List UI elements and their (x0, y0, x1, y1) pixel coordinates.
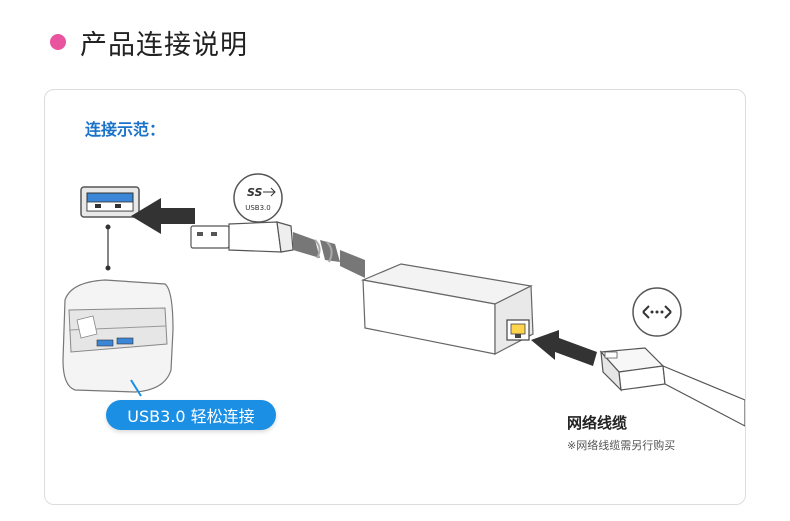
usb-connect-label: USB3.0 轻松连接 (106, 400, 276, 430)
page-title: 产品连接说明 (80, 29, 248, 61)
section-label: 连接示范： (85, 120, 166, 139)
laptop-closeup-illustration (62, 279, 174, 393)
cable-label: 网络线缆 (567, 414, 628, 432)
arrow-icon (531, 330, 597, 366)
svg-text:USB3.0: USB3.0 (245, 204, 271, 212)
usb-port-icon (80, 186, 140, 218)
ethernet-network-icon (632, 287, 682, 337)
header: 产品连接说明 (50, 24, 248, 61)
usb-ethernet-adapter-illustration (360, 263, 534, 355)
cable-note: ※网络线缆需另行购买 (567, 439, 676, 452)
connection-illustration: SS USB3.0 (62, 173, 745, 427)
usb-plug-illustration (190, 221, 365, 278)
pink-bullet-icon (50, 34, 66, 50)
arrow-icon (131, 198, 195, 234)
svg-text:SS: SS (247, 186, 263, 199)
usb-ss-badge-icon: SS USB3.0 (233, 173, 283, 223)
rj45-plug-icon (599, 347, 745, 427)
connection-panel: 连接示范： (44, 89, 746, 505)
